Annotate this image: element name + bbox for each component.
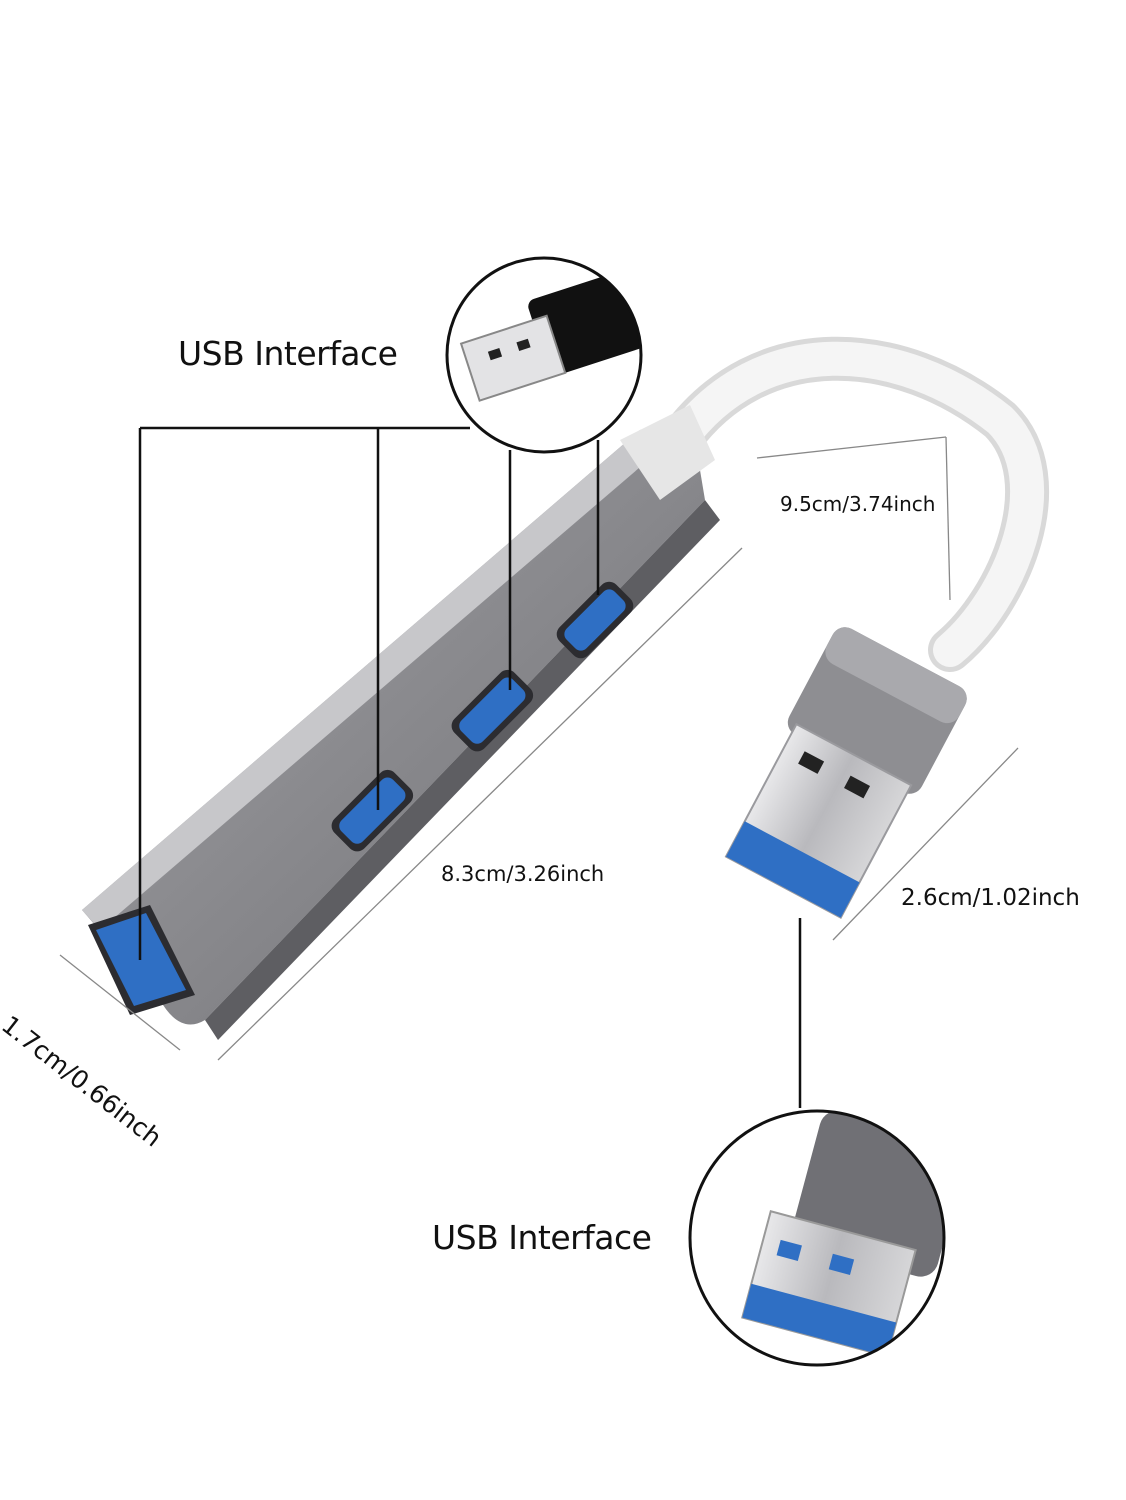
usb-interface-label-bottom: USB Interface	[432, 1218, 652, 1257]
usb-interface-label-top: USB Interface	[178, 334, 398, 373]
usb-hub-body	[82, 405, 720, 1040]
hub-length-label: 8.3cm/3.26inch	[441, 862, 605, 886]
cable-length-label: 9.5cm/3.74inch	[780, 492, 936, 516]
dimension-lines	[59, 436, 1019, 1061]
leader-lines	[138, 426, 802, 1108]
usb-interface-callout-top	[445, 256, 643, 454]
usb-interface-callout-bottom	[688, 1109, 946, 1367]
usb-plug	[724, 627, 967, 919]
plug-width-label: 2.6cm/1.02inch	[901, 885, 1080, 911]
